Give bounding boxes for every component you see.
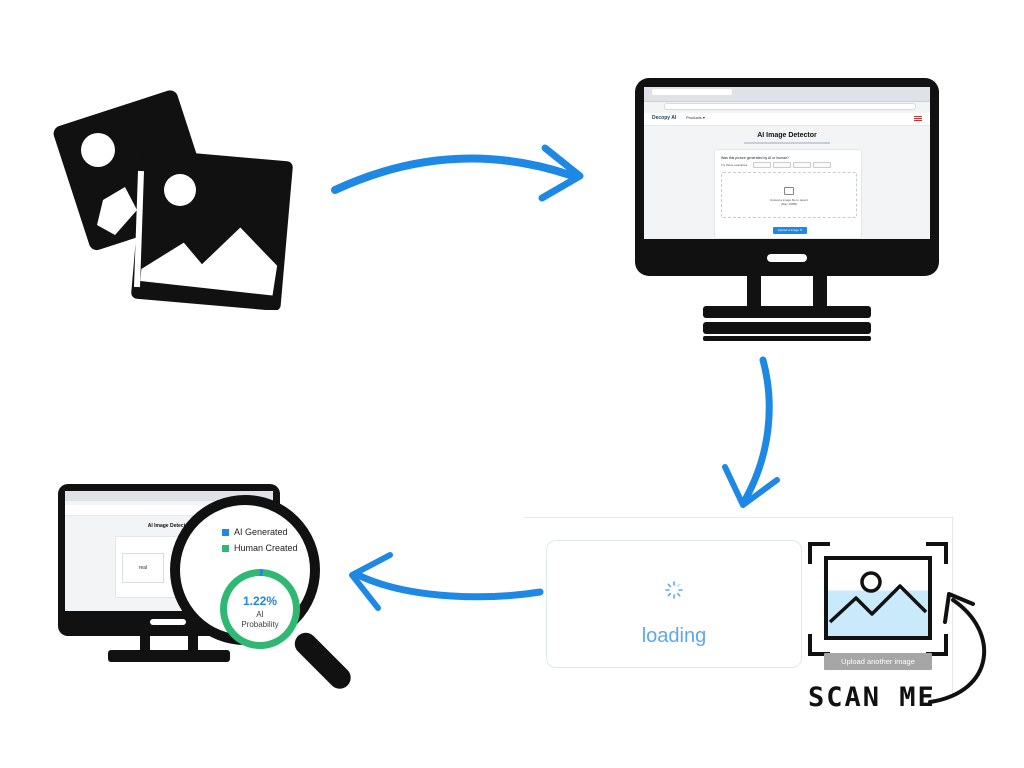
- page-subtitle: [744, 142, 830, 144]
- spinner-icon: [665, 581, 683, 599]
- legend-swatch: [222, 529, 229, 536]
- monitor-top: Decopy AI Products ▾ AI Image Detector W…: [635, 78, 939, 343]
- monitor-stand: [140, 636, 198, 652]
- address-bar[interactable]: [664, 103, 916, 110]
- loading-panel: loading: [546, 540, 802, 668]
- dropzone-text: Upload a image file to detect (Max 10MB): [722, 198, 856, 206]
- browser-chrome: [65, 491, 273, 501]
- monitor-logo-slot: [150, 619, 186, 625]
- examples-label: Try these examples:: [721, 163, 748, 167]
- images-icon: [53, 90, 293, 310]
- probability-ring: 1.22% AI Probability: [220, 569, 300, 649]
- detector-card: Was this picture generated by AI or huma…: [714, 149, 862, 239]
- arrow-left-icon: [349, 552, 544, 611]
- scan-corner: [926, 542, 948, 564]
- divider: [524, 517, 954, 518]
- monitor-stand: [747, 276, 827, 310]
- upload-another-image-button[interactable]: Upload another image: [824, 653, 932, 670]
- magnifier-icon: AI Generated Human Created 1.22% AI Prob…: [170, 495, 370, 695]
- magnifier-handle: [290, 628, 356, 694]
- legend-label: Human Created: [234, 543, 298, 553]
- example-chip[interactable]: [793, 162, 811, 168]
- monitor-base: [703, 336, 871, 341]
- site-navbar: Decopy AI Products ▾: [644, 113, 930, 126]
- browser-chrome: [644, 87, 930, 102]
- upload-preview: Upload another image: [808, 542, 954, 672]
- legend-ai-generated: AI Generated: [222, 527, 288, 537]
- probability-value: 1.22%: [242, 594, 278, 608]
- magnifier-lens: AI Generated Human Created 1.22% AI Prob…: [170, 495, 320, 649]
- dropzone-line1: Upload a image file to detect: [769, 198, 809, 202]
- example-chip[interactable]: [753, 162, 771, 168]
- scan-corner: [808, 634, 830, 656]
- upload-image-button[interactable]: Upload a Image ⬆: [773, 227, 807, 234]
- site-navbar: [65, 505, 273, 516]
- legend-label: AI Generated: [234, 527, 288, 537]
- curved-arrow-icon: [928, 592, 987, 704]
- browser-tab[interactable]: [652, 89, 732, 95]
- probability-caption: AI: [256, 610, 264, 619]
- scan-corner: [808, 542, 830, 564]
- scan-me-label: SCAN ME: [808, 682, 936, 713]
- monitor-base: [108, 650, 230, 662]
- arrow-right-icon: [331, 144, 584, 202]
- page-title: AI Image Detector: [147, 523, 191, 529]
- example-chip[interactable]: [813, 162, 831, 168]
- monitor-screen: Decopy AI Products ▾ AI Image Detector W…: [644, 87, 930, 239]
- page-title: AI Image Detector: [757, 132, 817, 139]
- legend-swatch: [222, 545, 229, 552]
- divider: [952, 518, 953, 698]
- monitor-logo-slot: [767, 254, 807, 262]
- image-placeholder-icon: [824, 556, 932, 640]
- image-icon: [784, 187, 794, 195]
- upload-dropzone[interactable]: Upload a image file to detect (Max 10MB): [721, 172, 857, 218]
- probability-caption: Probability: [241, 620, 279, 629]
- example-chip[interactable]: [773, 162, 791, 168]
- dropzone-line2: (Max 10MB): [780, 202, 798, 206]
- question-text: Was this picture generated by AI or huma…: [721, 156, 789, 160]
- loading-text: loading: [641, 625, 707, 647]
- brand-logo[interactable]: Decopy AI: [652, 115, 677, 121]
- monitor-base: [703, 306, 871, 318]
- ring-inner: 1.22% AI Probability: [227, 576, 293, 642]
- arrow-down-icon: [722, 356, 780, 508]
- products-menu[interactable]: Products ▾: [686, 115, 705, 120]
- language-flag-icon[interactable]: [914, 116, 922, 121]
- legend-human-created: Human Created: [222, 543, 298, 553]
- result-label: real: [122, 553, 164, 583]
- monitor-base: [703, 322, 871, 334]
- scan-corner: [926, 634, 948, 656]
